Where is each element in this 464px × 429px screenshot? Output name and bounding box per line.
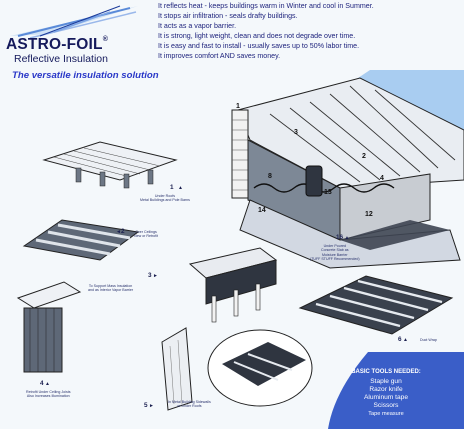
application-caption: Under Poured Concrete Slab as Moisture B… (310, 244, 360, 262)
under-roofs-illustration (42, 141, 178, 189)
feature-item: It is easy and fast to install - usually… (158, 42, 360, 50)
brand-name: ASTRO-FOIL (6, 36, 103, 53)
tools-panel-background (328, 352, 464, 429)
feature-item: It reflects heat - keeps buildings warm … (158, 2, 374, 10)
duct-wrap-illustration (298, 275, 454, 335)
tool-item: Tape measure (368, 411, 404, 417)
svg-text:3: 3 (294, 129, 298, 136)
pointer-icon: ▲ (178, 185, 183, 191)
application-caption: In Metal Building Sidewalls or Under Roo… (168, 400, 211, 409)
svg-text:2: 2 (362, 153, 366, 160)
application-number: 6 ▲ (398, 336, 408, 343)
svg-text:12: 12 (365, 211, 373, 218)
application-caption: To Support Mass Insulation and as Interi… (88, 284, 134, 293)
house-cutaway-illustration: 1 3 2 4 8 13 14 12 (231, 70, 464, 269)
brand-subtitle: Reflective Insulation (14, 53, 108, 65)
feature-item: It stops air infiltration - seals drafty… (158, 12, 298, 20)
feature-item: It is strong, light weight, clean and do… (158, 32, 356, 40)
tools-heading: BASIC TOOLS NEEDED: (351, 369, 421, 375)
application-caption: Under Roofs Metal Buildings and Pole Bar… (140, 194, 190, 203)
tool-item: Aluminum tape (364, 394, 408, 401)
tool-item: Razor knife (369, 386, 403, 393)
tool-item: Scissors (373, 402, 399, 409)
tagline: The versatile insulation solution (12, 70, 159, 81)
svg-text:4: 4 (380, 175, 384, 182)
application-number: ◄2 (116, 228, 125, 235)
sidewall-illustration (161, 327, 313, 411)
registered-mark: ® (102, 36, 109, 43)
application-number: 4 ▲ (40, 380, 50, 387)
application-caption: Duct Wrap (420, 338, 437, 342)
ceiling-joists-illustration (16, 281, 82, 373)
tool-item: Staple gun (370, 378, 402, 385)
svg-text:14: 14 (258, 207, 266, 214)
svg-text:8: 8 (268, 173, 272, 180)
application-number: 5 ► (144, 402, 154, 409)
svg-text:13: 13 (324, 189, 332, 196)
application-number: 16 ▲ (336, 234, 350, 241)
over-ceilings-illustration (22, 219, 140, 261)
application-caption: Over Ceilings New or Retrofit (134, 230, 158, 239)
feature-item: It improves comfort AND saves money. (158, 52, 281, 60)
application-number: 1 (170, 184, 174, 191)
feature-item: It acts as a vapor barrier. (158, 22, 237, 30)
brand-wordmark: ASTRO-FOIL® (6, 36, 108, 54)
mass-insulation-illustration (188, 247, 278, 323)
application-number: 3 ► (148, 272, 158, 279)
svg-text:1: 1 (236, 103, 240, 110)
logo-streak-graphic (10, 5, 138, 39)
application-caption: Retrofit Under Ceiling Joists Also Incre… (26, 390, 71, 399)
